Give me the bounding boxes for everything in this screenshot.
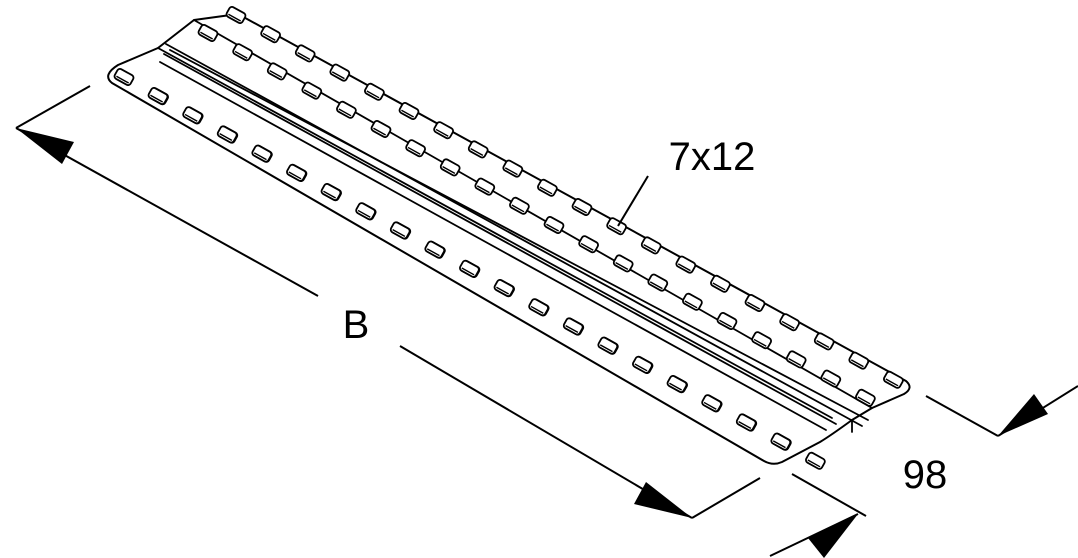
slot-hole (474, 177, 496, 196)
slot-hole (197, 24, 219, 42)
slot-hole (370, 120, 392, 138)
slot-hole (779, 313, 800, 332)
slot-hole (147, 87, 169, 105)
slot-hole (632, 355, 653, 374)
slot-hole (848, 351, 870, 370)
width-dimension-label: 98 (903, 453, 948, 497)
extension-line-left (15, 85, 91, 129)
arrowhead-b-right (634, 482, 692, 518)
slot-hole (113, 68, 135, 86)
slot-hole (301, 81, 323, 100)
slot-hole (286, 163, 307, 182)
slot-hole (528, 298, 549, 317)
slot-hole (467, 140, 489, 159)
slot-hole (398, 102, 420, 120)
slot-hole (744, 294, 766, 312)
slot-hole (405, 139, 426, 158)
slot-hole (266, 62, 288, 81)
slot-hole (855, 388, 876, 407)
length-dimension-label: B (343, 303, 370, 347)
extension-line-right (691, 477, 761, 519)
slot-hole (606, 217, 627, 236)
slot-hole (770, 432, 792, 451)
slot-hole (389, 221, 411, 240)
slot-hole (260, 25, 281, 44)
slot-hole (355, 202, 376, 221)
slot-hole (294, 44, 316, 63)
slot-hole (640, 236, 662, 255)
slot-hole (225, 6, 247, 24)
slot-hole (216, 125, 238, 144)
slot-hole (320, 183, 342, 201)
slot-hole (883, 370, 904, 389)
slot-hole (666, 375, 688, 393)
slot-hole (439, 158, 461, 177)
slot-hole (543, 216, 565, 234)
slot-hole (647, 273, 669, 292)
slot-hole (537, 178, 558, 197)
slot-hole (716, 312, 738, 330)
slot-hole (805, 451, 826, 470)
extension-line-top (925, 395, 999, 437)
slot-hole (701, 394, 722, 413)
slot-hole (424, 240, 446, 259)
slot-hole (182, 106, 203, 125)
slot-hole (364, 82, 385, 101)
slot-hole (562, 317, 584, 336)
slot-hole (329, 63, 351, 82)
slot-hole (785, 350, 807, 369)
slot-hole (751, 331, 772, 350)
slot-hole (612, 254, 634, 273)
dimension-line-98-lower (769, 513, 859, 557)
slot-hole (232, 43, 253, 62)
slot-hole (459, 259, 480, 278)
slot-hole (710, 274, 731, 293)
slot-holes (113, 6, 904, 470)
slot-hole (493, 279, 515, 297)
arrowhead-98-bottom (808, 514, 858, 558)
hole-size-label: 7x12 (669, 135, 756, 179)
slot-hole (251, 144, 273, 163)
plate-rib-lines (157, 19, 873, 433)
slot-hole (578, 235, 599, 254)
slot-hole (336, 100, 357, 119)
slot-hole (675, 255, 697, 274)
slot-hole (509, 196, 530, 215)
slot-hole (433, 121, 454, 140)
hole-leader-line (617, 175, 649, 227)
arrowhead-b-left (16, 128, 74, 164)
slot-hole (597, 336, 619, 355)
arrowhead-98-top (998, 394, 1048, 436)
slot-hole (571, 198, 593, 216)
slot-hole (502, 159, 524, 178)
slot-hole (682, 292, 703, 311)
slot-hole (813, 332, 835, 351)
slot-hole (735, 413, 757, 432)
slot-hole (820, 369, 842, 388)
extension-line-bottom (791, 473, 867, 517)
